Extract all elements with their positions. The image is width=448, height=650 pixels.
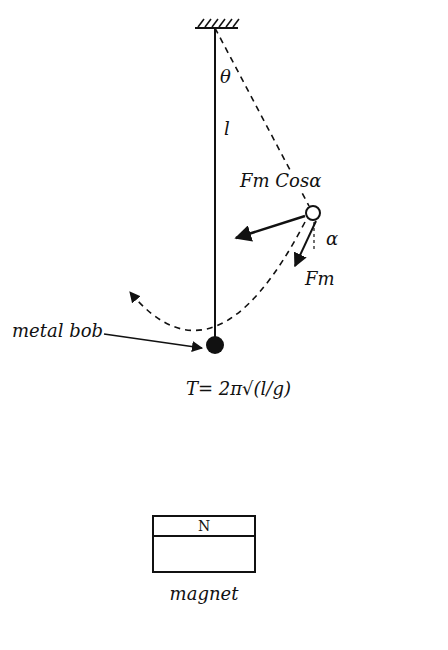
force-arrow <box>236 216 305 238</box>
angle-label: α <box>326 228 338 250</box>
ceiling-hatch <box>198 19 239 27</box>
magnet: Nmagnet <box>152 515 256 604</box>
pole-label: N <box>154 517 254 537</box>
swing-path <box>130 222 305 330</box>
length-label: l <box>224 118 230 140</box>
force-component-label: Fm Cosα <box>238 170 323 192</box>
formula-label: T= 2π√(l/g) <box>186 378 291 400</box>
part-label: metal bob <box>12 320 103 342</box>
pendulum-string <box>214 28 216 337</box>
magnet-label: magnet <box>152 583 256 604</box>
magnet-body: N <box>152 515 256 573</box>
magnet-block <box>154 537 254 571</box>
force-arrow <box>295 221 316 266</box>
metal-bob <box>206 336 224 354</box>
displaced-bob <box>306 206 320 220</box>
ceiling <box>195 27 238 29</box>
leader-line <box>104 334 202 348</box>
reference-line <box>313 222 314 252</box>
angle-label: θ <box>220 66 231 88</box>
force-label: Fm <box>305 268 335 290</box>
